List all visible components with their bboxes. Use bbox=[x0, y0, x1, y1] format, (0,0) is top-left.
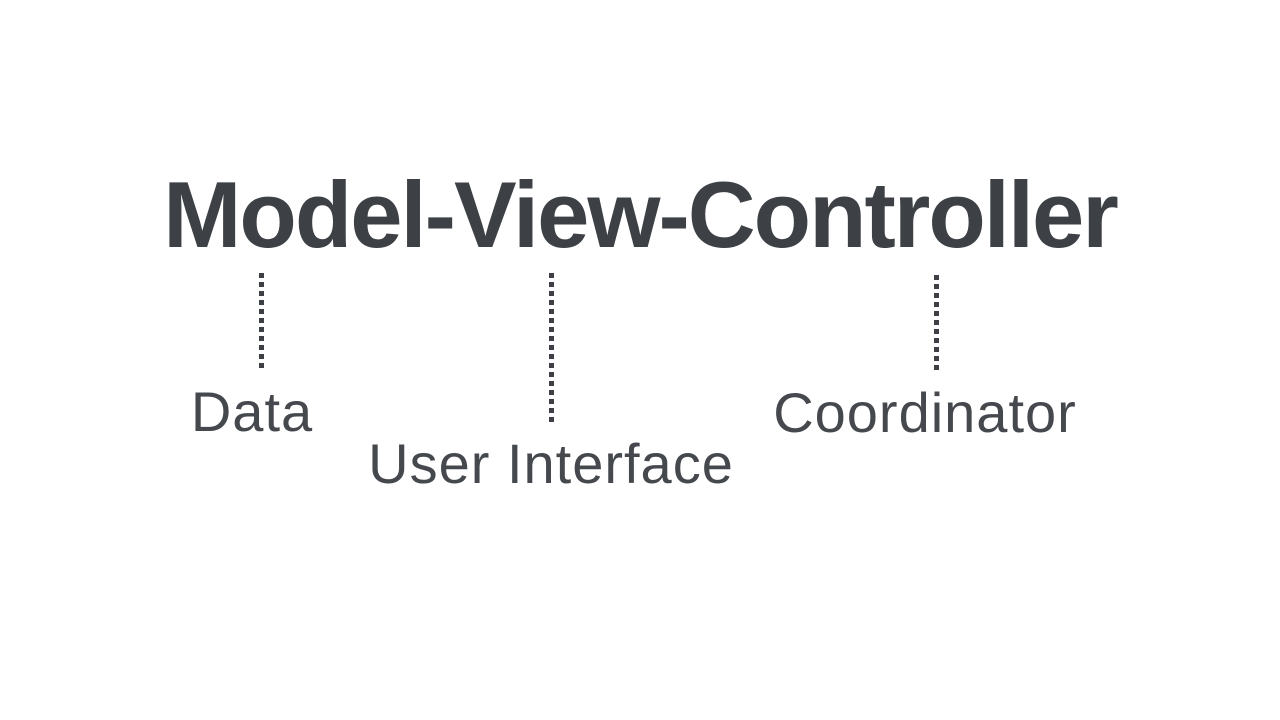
label-model-data: Data bbox=[190, 380, 314, 443]
label-view-user-interface: User Interface bbox=[368, 432, 734, 495]
dotted-connector-view bbox=[549, 273, 554, 423]
label-controller-coordinator: Coordinator bbox=[773, 381, 1077, 444]
dotted-connector-model bbox=[259, 273, 264, 368]
dotted-connector-controller bbox=[934, 275, 939, 370]
diagram-title: Model-View-Controller bbox=[163, 162, 1119, 267]
